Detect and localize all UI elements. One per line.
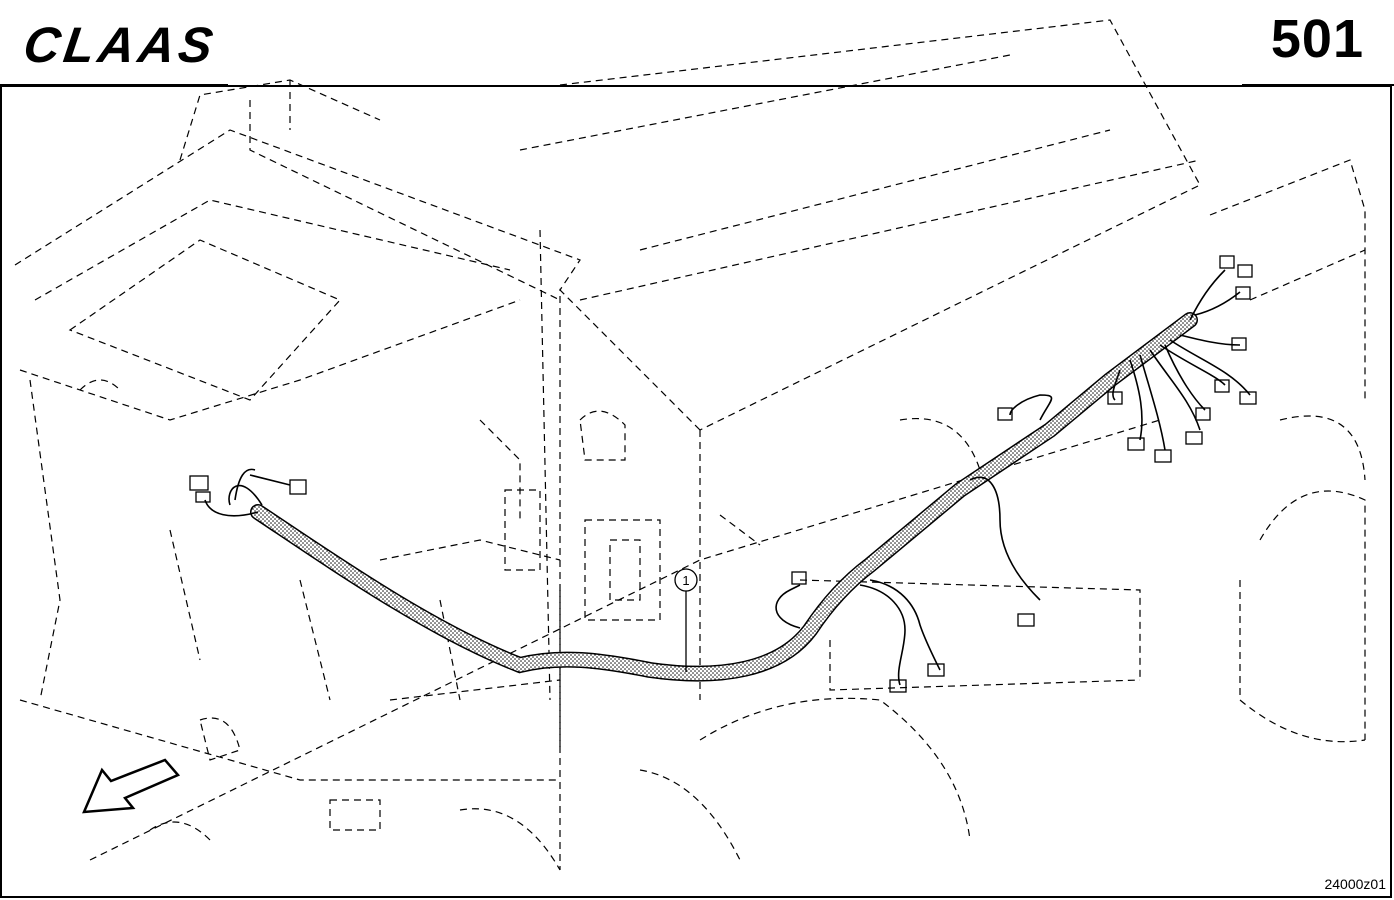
harness-right-branches <box>1107 255 1257 463</box>
drawing-frame <box>0 85 1392 898</box>
connector <box>1239 391 1257 405</box>
connector <box>289 479 307 495</box>
connector <box>1231 337 1247 351</box>
harness-main-trunk <box>250 312 1198 682</box>
connector <box>997 407 1013 421</box>
connector <box>889 679 907 693</box>
connector <box>189 475 209 491</box>
page-number: 501 <box>1270 9 1364 69</box>
callout-1: 1 <box>674 568 698 672</box>
connector <box>195 491 211 503</box>
header-rule-right <box>1242 84 1394 86</box>
connector <box>927 663 945 677</box>
connector <box>1154 449 1172 463</box>
harness-left-branches <box>189 468 307 517</box>
harness-middle-branches <box>775 394 1053 693</box>
connector <box>1017 613 1035 627</box>
drawing-code: 24000z01 <box>1324 876 1386 892</box>
connector <box>1214 379 1230 393</box>
header-rule-left <box>0 84 228 86</box>
connector <box>1219 255 1235 269</box>
connector <box>1235 286 1251 300</box>
brand-text: CLAAS <box>20 18 220 70</box>
claas-logo: CLAAS <box>20 18 220 70</box>
connector <box>1237 264 1253 278</box>
connector <box>1185 431 1203 445</box>
connector <box>791 571 807 585</box>
connector <box>1127 437 1145 451</box>
connector <box>1195 407 1211 421</box>
callout-label: 1 <box>682 573 689 588</box>
direction-arrow-icon <box>82 758 181 814</box>
connector <box>1107 391 1123 405</box>
